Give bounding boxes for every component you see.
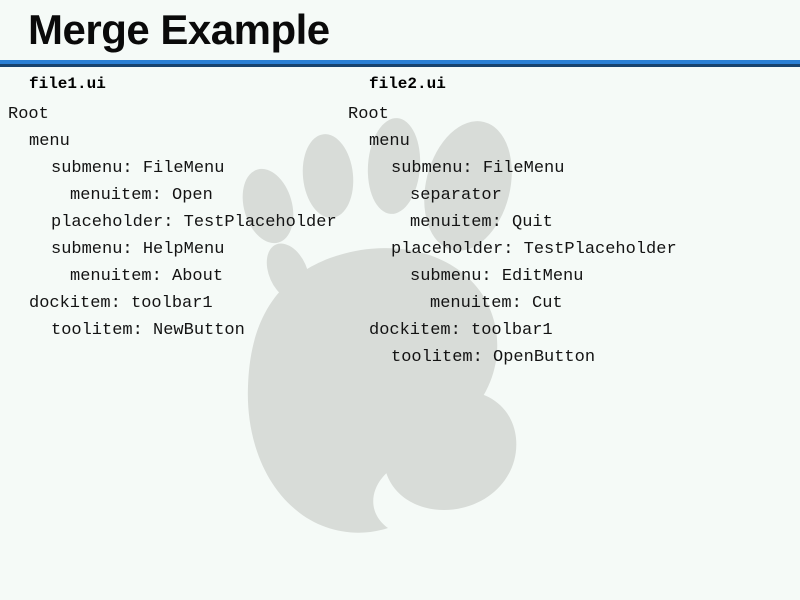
tree-node: toolitem: NewButton bbox=[51, 321, 245, 340]
file1-column: file1.ui Root menu submenu: FileMenu menuit… bbox=[0, 74, 340, 344]
tree-node: menuitem: Cut bbox=[430, 294, 563, 313]
tree-node: menuitem: Open bbox=[70, 186, 213, 205]
tree-node: submenu: HelpMenu bbox=[51, 240, 225, 259]
file2-column: file2.ui Root menu submenu: FileMenu separa… bbox=[340, 74, 800, 371]
tree-node: placeholder: TestPlaceholder bbox=[391, 240, 677, 259]
file2-heading: file2.ui bbox=[369, 75, 446, 93]
tree-node: menu bbox=[369, 132, 410, 151]
file1-tree: Root menu submenu: FileMenu menuitem: Open p… bbox=[0, 101, 340, 344]
tree-node: submenu: FileMenu bbox=[391, 159, 565, 178]
tree-node: submenu: FileMenu bbox=[51, 159, 225, 178]
title-rule-navy bbox=[0, 64, 800, 67]
tree-node: toolitem: OpenButton bbox=[391, 348, 596, 367]
title-rule-blue bbox=[0, 60, 800, 64]
tree-node: menuitem: Quit bbox=[410, 213, 553, 232]
tree-node: submenu: EditMenu bbox=[410, 267, 584, 286]
tree-node: dockitem: toolbar1 bbox=[369, 321, 553, 340]
tree-node: dockitem: toolbar1 bbox=[29, 294, 213, 313]
tree-node: menu bbox=[29, 132, 70, 151]
page-title: Merge Example bbox=[28, 6, 330, 53]
tree-node: menuitem: About bbox=[70, 267, 224, 286]
tree-node: placeholder: TestPlaceholder bbox=[51, 213, 337, 232]
tree-node: Root bbox=[348, 105, 389, 124]
file2-tree: Root menu submenu: FileMenu separator menuit… bbox=[340, 101, 800, 371]
file1-heading: file1.ui bbox=[29, 75, 106, 93]
title-bar: Merge Example bbox=[0, 0, 800, 60]
tree-node: Root bbox=[8, 105, 49, 124]
tree-node: separator bbox=[410, 186, 502, 205]
